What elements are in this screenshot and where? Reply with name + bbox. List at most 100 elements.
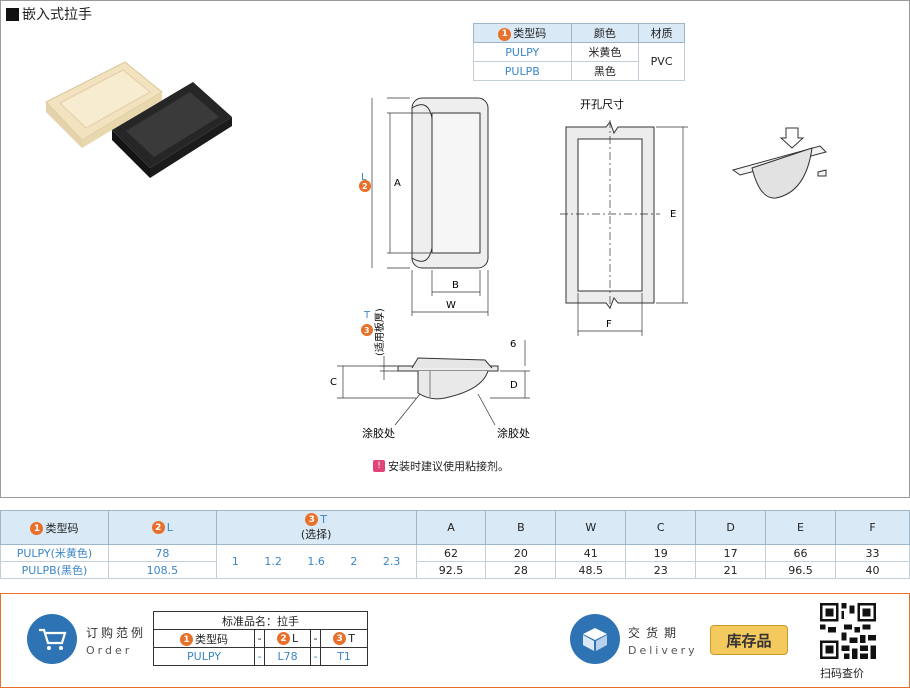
table-row: PULPB(黑色) 108.5 92.5 28 48.5 23 21 96.5 … xyxy=(0,561,910,579)
example-type: PULPY xyxy=(153,647,255,666)
note-text: 安装时建议使用粘接剂。 xyxy=(388,460,509,473)
L-label: L xyxy=(361,172,367,183)
spec-header-B: B xyxy=(485,510,557,545)
dim-B: B xyxy=(452,280,459,291)
A-cell: 92.5 xyxy=(415,561,487,579)
dim-6: 6 xyxy=(510,339,516,350)
W-cell: 48.5 xyxy=(555,561,627,579)
T-label: T xyxy=(363,310,371,321)
dim-E: E xyxy=(670,209,676,220)
title-square-icon xyxy=(6,7,19,21)
type-cell: PULPY(米黄色) xyxy=(0,544,109,562)
hole-size-title: 开孔尺寸 xyxy=(580,97,624,111)
col-label: 类型码 xyxy=(194,632,228,646)
type-code-cell: PULPB xyxy=(473,61,572,81)
type-cell: PULPB(黑色) xyxy=(0,561,109,579)
F-cell: 33 xyxy=(834,544,910,562)
spec-header-C: C xyxy=(625,510,697,545)
tip-icon: ! xyxy=(373,460,385,472)
col-label: T xyxy=(348,631,355,645)
L-cell: 78 xyxy=(107,544,217,562)
in-stock-badge: 库存品 xyxy=(710,625,788,655)
dim-C: C xyxy=(330,377,337,388)
E-cell: 96.5 xyxy=(765,561,836,579)
delivery-label: 交货期 Delivery xyxy=(628,624,698,657)
B-cell: 28 xyxy=(485,561,557,579)
order-label: 订购范例 Order xyxy=(86,624,146,657)
delivery-label-cn: 交货期 xyxy=(628,626,683,640)
black-handle-image xyxy=(112,82,232,178)
D-cell: 21 xyxy=(695,561,767,579)
T-num: 3 xyxy=(364,326,370,335)
order-col-sep: - xyxy=(309,629,322,648)
C-cell: 23 xyxy=(625,561,697,579)
num-badge-2: 2 xyxy=(151,521,165,535)
header-label: L xyxy=(166,520,173,534)
W-cell: 41 xyxy=(555,544,627,562)
L-num: 2 xyxy=(362,182,368,191)
dim-A: A xyxy=(394,178,401,189)
delivery-label-en: Delivery xyxy=(628,644,698,657)
material-cell: PVC xyxy=(638,42,685,81)
header-sub: (选择) xyxy=(300,528,332,542)
example-L: L78 xyxy=(264,647,311,666)
T-num-badge xyxy=(361,324,373,336)
header-material: 材质 xyxy=(638,23,685,43)
F-cell: 40 xyxy=(834,561,910,579)
B-cell: 20 xyxy=(485,544,557,562)
order-label-cn: 订购范例 xyxy=(86,626,147,640)
spec-header-D: D xyxy=(695,510,767,545)
standard-name: 标准品名：拉手 xyxy=(153,611,368,630)
header-label: 类型码 xyxy=(513,27,547,40)
num-badge-2: 2 xyxy=(276,632,290,646)
E-cell: 66 xyxy=(765,544,836,562)
example-T: T1 xyxy=(320,647,368,666)
spec-header-W: W xyxy=(555,510,627,545)
glue-label-left: 涂胶处 xyxy=(362,426,395,440)
qr-code-icon[interactable] xyxy=(820,603,876,659)
dim-W: W xyxy=(446,300,456,311)
dim-D: D xyxy=(510,380,518,391)
L-num-badge xyxy=(359,180,371,192)
delivery-box-icon xyxy=(570,614,620,664)
technical-drawing: A B W 2 L 开孔尺寸 E F xyxy=(330,97,827,440)
table-row: PULPY(米黄色) 78 1 1.2 1.6 2 2.3 62 20 41 1… xyxy=(0,544,910,579)
num-badge-3: 3 xyxy=(305,513,319,527)
glue-label-right: 涂胶处 xyxy=(497,426,530,440)
header-label: T xyxy=(320,512,327,526)
example-sep: - xyxy=(309,647,322,666)
T-values-cell: 1 1.2 1.6 2 2.3 xyxy=(215,544,417,579)
T-note: (适用板厚) xyxy=(373,308,386,356)
qr-label: 扫码查价 xyxy=(820,667,864,680)
L-cell: 108.5 xyxy=(107,561,217,579)
order-label-en: Order xyxy=(86,644,133,657)
example-sep: - xyxy=(253,647,266,666)
install-note: ! 安装时建议使用粘接剂。 xyxy=(373,458,509,474)
header-label: 类型码 xyxy=(45,521,79,535)
cart-icon xyxy=(27,614,77,664)
num-badge-1: 1 xyxy=(30,522,44,535)
C-cell: 19 xyxy=(625,544,697,562)
beige-handle-image xyxy=(45,61,163,148)
cutout-view xyxy=(560,120,688,336)
D-cell: 17 xyxy=(695,544,767,562)
front-view xyxy=(371,97,489,316)
spec-header-F: F xyxy=(834,510,910,545)
num-badge-1: 1 xyxy=(498,27,512,41)
order-col-sep: - xyxy=(253,629,266,648)
spec-header-A: A xyxy=(415,510,487,545)
header-color: 颜色 xyxy=(570,23,640,43)
col-label: L xyxy=(291,631,299,645)
spec-header-E: E xyxy=(765,510,836,545)
A-cell: 62 xyxy=(415,544,487,562)
page-title: 嵌入式拉手 xyxy=(6,4,92,24)
